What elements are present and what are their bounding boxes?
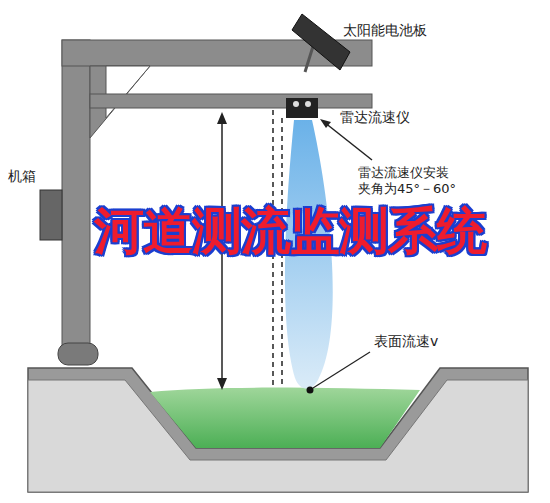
- channel-ground: [28, 368, 528, 492]
- pole-base: [58, 343, 98, 365]
- water: [150, 388, 420, 448]
- channel-inner: [28, 380, 528, 492]
- leader-line: [324, 122, 372, 160]
- pole: [62, 40, 90, 352]
- brace-gap: [106, 66, 150, 118]
- radar-unit: [286, 98, 318, 118]
- label: 雷达流速仪: [340, 109, 410, 127]
- arm-lower: [90, 94, 372, 108]
- title: 河道测流监测系统: [94, 198, 486, 265]
- label: 表面流速v: [374, 333, 438, 351]
- surface-point: [307, 387, 314, 394]
- leader-line: [313, 352, 370, 388]
- label: 雷达流速仪安装 夹角为45°－60°: [358, 165, 458, 198]
- solar-panel: [292, 14, 350, 70]
- label: 太阳能电池板: [343, 22, 427, 40]
- cabinet: [40, 190, 62, 240]
- label: 机箱: [8, 168, 36, 186]
